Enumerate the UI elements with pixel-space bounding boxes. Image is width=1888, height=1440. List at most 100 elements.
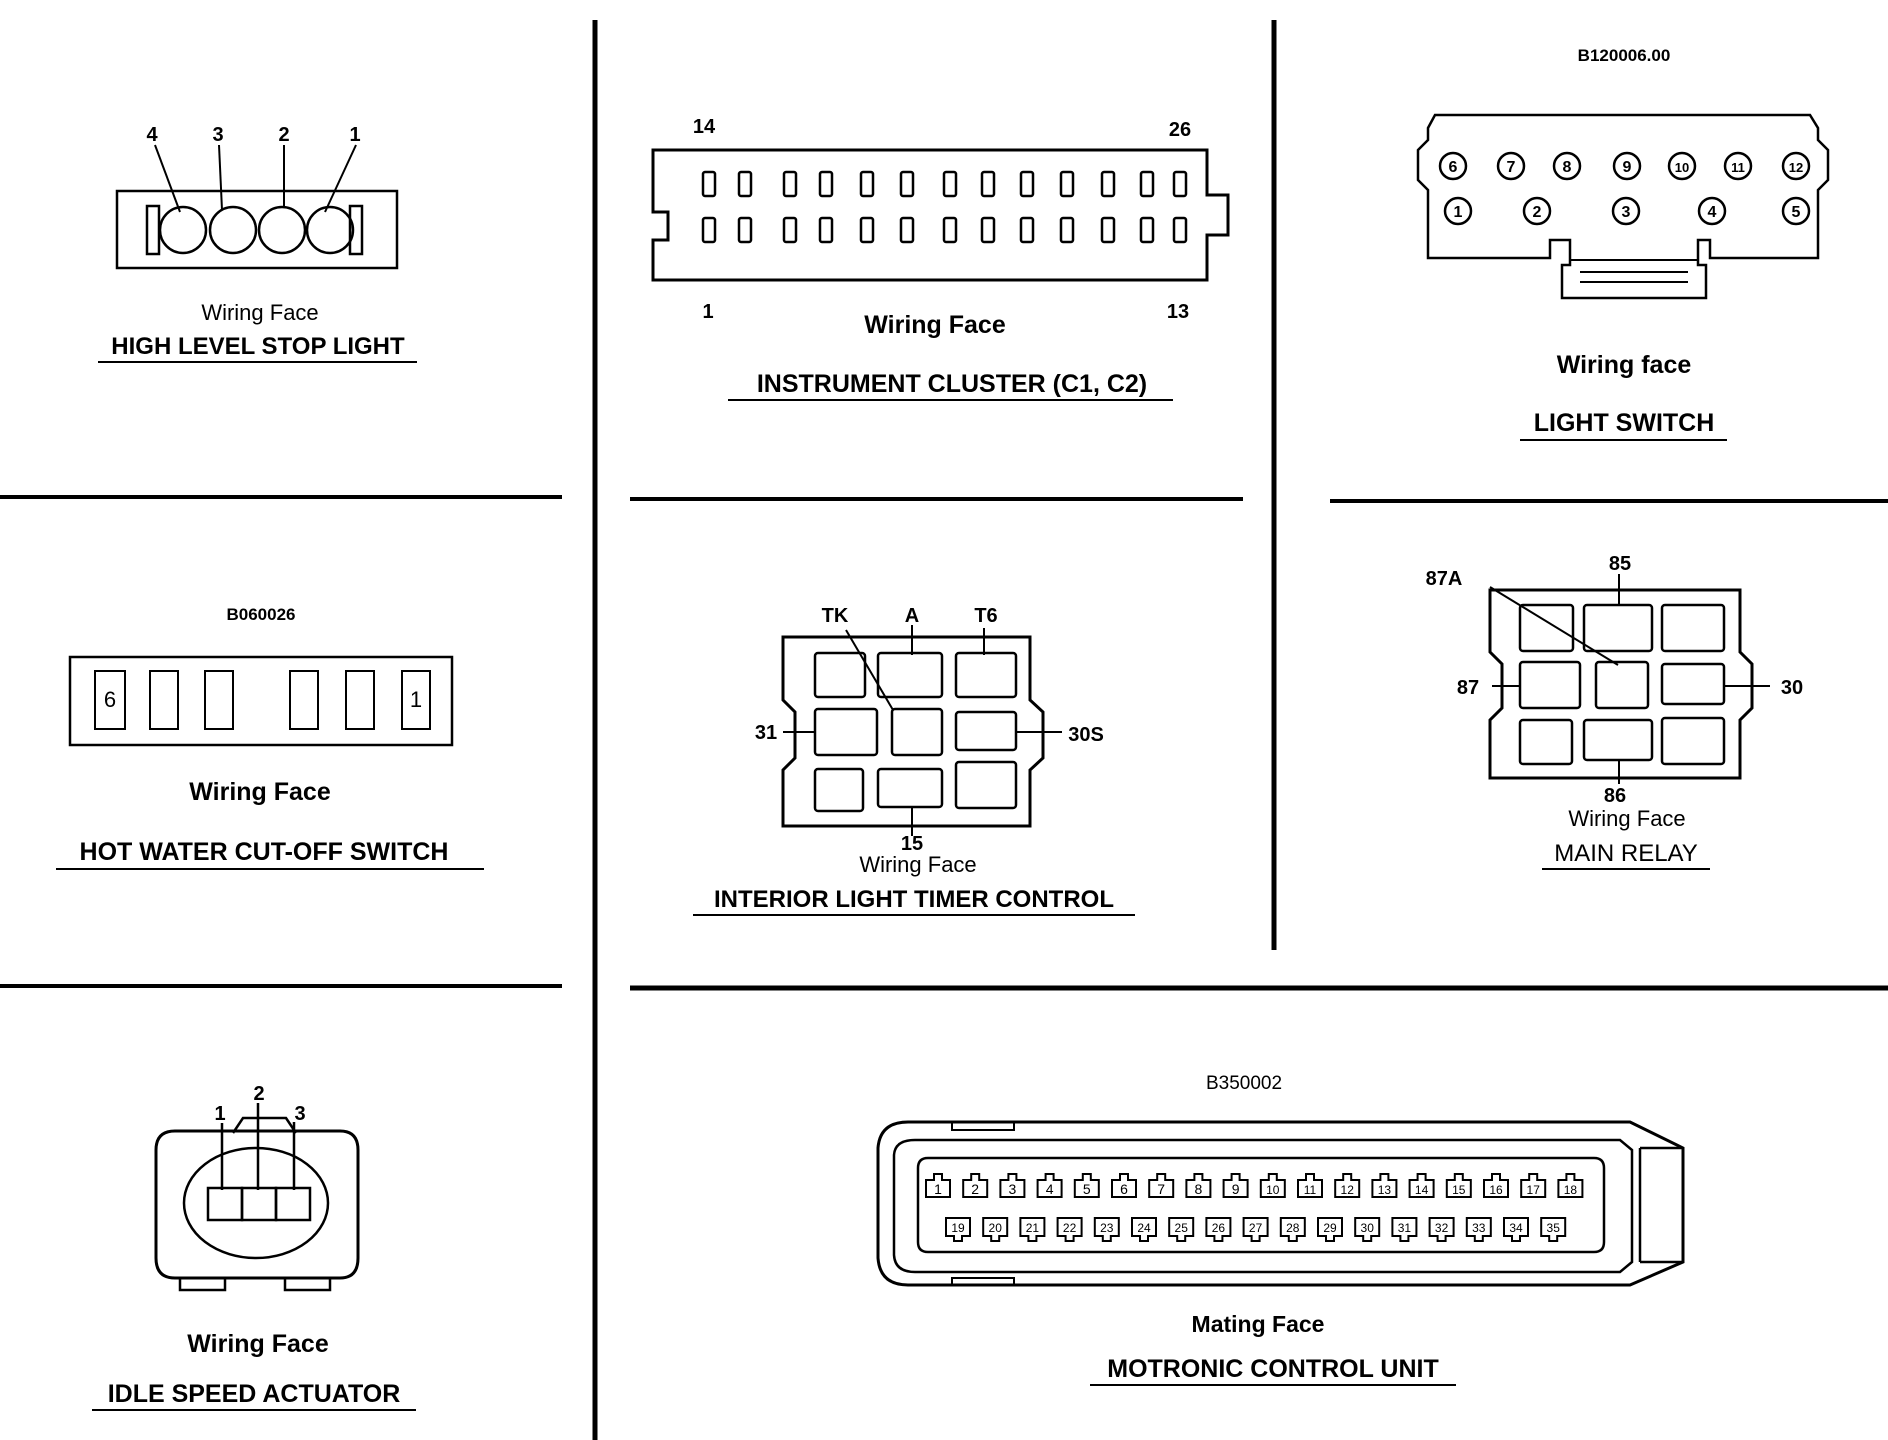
pin-label: 1 <box>349 124 360 146</box>
pin-circle <box>1612 151 1642 181</box>
pin-cavity <box>925 1173 951 1198</box>
diagram-code: B120006.00 <box>1578 46 1671 65</box>
pin-circle <box>1723 151 1753 181</box>
cavity <box>737 216 753 244</box>
pin-label: 6 <box>104 687 116 712</box>
face-label: Wiring Face <box>187 1330 329 1358</box>
pin-cavity <box>1111 1173 1137 1198</box>
pin-label: 3 <box>1009 1181 1017 1197</box>
connector-outline <box>1416 113 1830 300</box>
diagram-code: B350002 <box>1206 1073 1282 1094</box>
cavity <box>899 170 915 198</box>
cavity <box>782 216 798 244</box>
leader-lines <box>220 1103 298 1190</box>
pin-label: 30 <box>1361 1221 1375 1235</box>
leader-lines <box>1489 574 1770 784</box>
pin-label: 13 <box>1378 1183 1392 1197</box>
pin-cavity <box>1205 1217 1232 1242</box>
pin-label: 7 <box>1507 159 1516 176</box>
pin-circle <box>1496 151 1526 181</box>
pin-label: 14 <box>693 116 716 138</box>
pin-circle <box>1522 196 1552 226</box>
pin-label: 25 <box>1175 1221 1189 1235</box>
pin-label: 8 <box>1563 159 1572 176</box>
pin-label: 14 <box>1415 1183 1429 1197</box>
pin-label: 3 <box>1622 204 1631 221</box>
pin-label: 3 <box>294 1103 305 1125</box>
pin-label: 18 <box>1564 1183 1578 1197</box>
pin-circle <box>1667 151 1697 181</box>
pin-label: 12 <box>1789 160 1803 175</box>
pin-circle <box>1438 151 1468 181</box>
pin-label: 4 <box>146 124 158 146</box>
pin-label: 15 <box>1452 1183 1466 1197</box>
pin-label: A <box>905 605 919 627</box>
pin-label: 11 <box>1304 1183 1317 1197</box>
panel-title: LIGHT SWITCH <box>1534 409 1715 437</box>
pin-label: 6 <box>1449 159 1458 176</box>
pin-cavity <box>1465 1217 1492 1242</box>
pin-cavity <box>1334 1173 1361 1198</box>
face-label: Wiring Face <box>201 300 318 325</box>
pin-cavity <box>1242 1217 1269 1242</box>
pin-cavity <box>1185 1173 1212 1198</box>
cavity <box>1172 216 1188 244</box>
pin-cavity <box>1148 1173 1175 1198</box>
pin-label: 34 <box>1509 1221 1523 1235</box>
pin-label: 10 <box>1675 160 1689 175</box>
pin-label: 1 <box>214 1103 225 1125</box>
pin-label: 32 <box>1435 1221 1449 1235</box>
cavity <box>1100 170 1116 198</box>
pin-cavity <box>1408 1173 1435 1198</box>
panel-dividers <box>0 20 1888 1440</box>
cavity <box>818 170 834 198</box>
pin-label: 35 <box>1547 1221 1561 1235</box>
pin-label: 2 <box>1533 204 1542 221</box>
cavity <box>1100 216 1116 244</box>
pin-label: 9 <box>1232 1181 1240 1197</box>
pin-cavity <box>1445 1173 1472 1198</box>
pin-circle <box>1552 151 1582 181</box>
cavity <box>1139 170 1155 198</box>
cavity <box>942 170 958 198</box>
pin-label: 4 <box>1708 204 1717 221</box>
connector-cavities <box>813 651 1018 813</box>
pin-label: 87A <box>1426 568 1463 590</box>
cavity <box>1139 216 1155 244</box>
panel-title: INTERIOR LIGHT TIMER CONTROL <box>714 886 1114 913</box>
pin-circle <box>1781 196 1811 226</box>
pin-cavity <box>1354 1217 1381 1242</box>
pin-label: 13 <box>1167 301 1189 323</box>
panel-title: INSTRUMENT CLUSTER (C1, C2) <box>757 370 1147 398</box>
cavity <box>1019 170 1035 198</box>
pin-cavity <box>1131 1217 1157 1242</box>
cavity <box>818 216 834 244</box>
pin-cavity <box>1279 1217 1306 1242</box>
pin-cavity <box>1168 1217 1195 1242</box>
cavity <box>737 170 753 198</box>
cavity <box>859 216 875 244</box>
cavity <box>942 216 958 244</box>
connector-outline <box>1488 588 1754 780</box>
connector-outline <box>651 148 1230 282</box>
pin-label: 27 <box>1249 1221 1263 1235</box>
connector-cavities <box>701 170 1188 244</box>
pin-cavity <box>1073 1173 1100 1198</box>
connector-outline <box>154 1129 360 1280</box>
pin-label: 1 <box>1454 204 1463 221</box>
cavity <box>859 170 875 198</box>
pin-label: 21 <box>1026 1221 1040 1235</box>
pin-label: 87 <box>1457 677 1479 699</box>
diagram-code: B060026 <box>226 605 295 624</box>
pin-cavity <box>1019 1217 1046 1242</box>
pin-label: 6 <box>1120 1181 1128 1197</box>
pin-cavity <box>1503 1217 1529 1242</box>
pin-label: 26 <box>1169 119 1191 141</box>
panel-main-relay: 85 87A 87 30 86 Wiring Face MAIN RELAY <box>1426 553 1803 870</box>
cavity <box>1172 170 1188 198</box>
cavity <box>701 216 717 244</box>
panel-instrument-cluster: 14 26 1 13 Wiring Face INSTRUMENT CLUSTE… <box>651 116 1230 401</box>
